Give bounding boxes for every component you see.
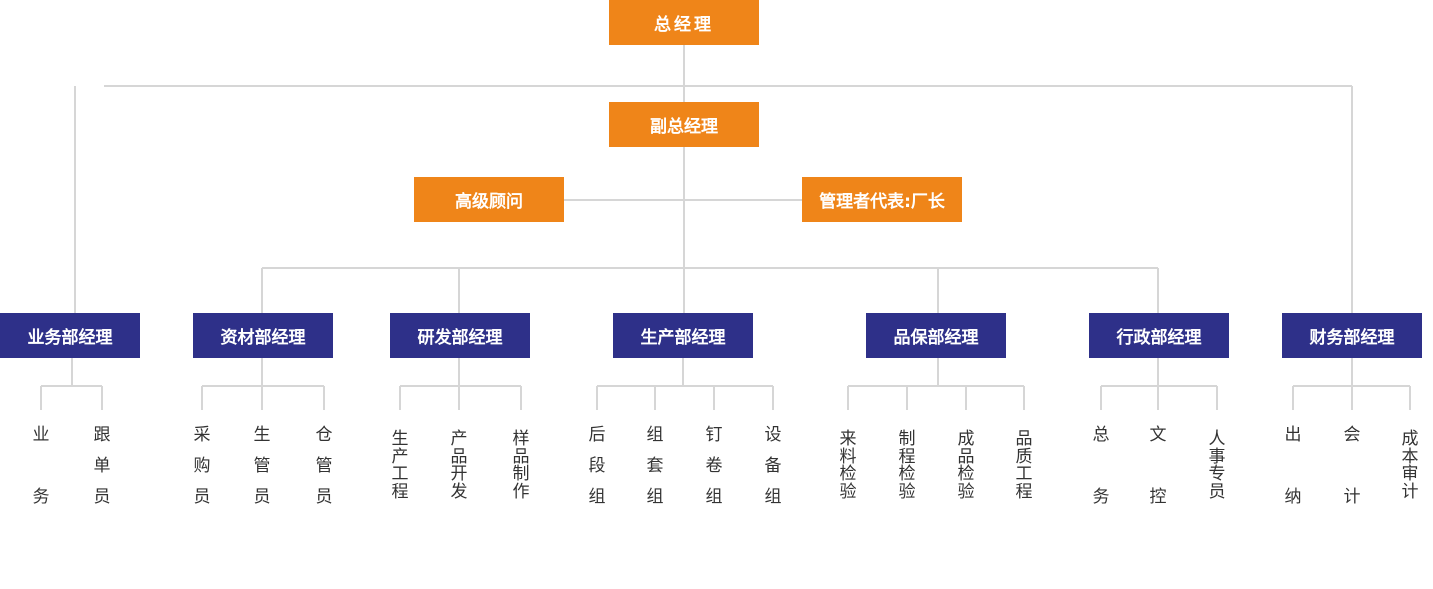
vice-general-manager-box: 副总经理 <box>609 102 759 147</box>
staff-position: 设备组 <box>764 425 782 507</box>
staff-position: 钉卷组 <box>705 425 723 507</box>
staff-position: 来料检验 <box>839 429 857 502</box>
staff-position: 跟单员 <box>93 425 111 507</box>
staff-position: 成品检验 <box>957 429 975 502</box>
staff-position: 样品制作 <box>512 429 530 502</box>
staff-position: 出纳 <box>1284 425 1302 507</box>
staff-position: 总务 <box>1092 425 1110 507</box>
staff-position: 品质工程 <box>1015 429 1033 502</box>
senior-advisor-box: 高级顾问 <box>414 177 564 222</box>
dept-admin-box: 行政部经理 <box>1089 313 1229 358</box>
dept-sales-box: 业务部经理 <box>0 313 140 358</box>
dept-production-box: 生产部经理 <box>613 313 753 358</box>
staff-position: 人事专员 <box>1208 429 1226 502</box>
staff-position: 后段组 <box>588 425 606 507</box>
general-manager-box: 总经理 <box>609 0 759 45</box>
staff-position: 仓管员 <box>315 425 333 507</box>
staff-position: 采购员 <box>193 425 211 507</box>
dept-finance-box: 财务部经理 <box>1282 313 1422 358</box>
staff-position: 会计 <box>1343 425 1361 507</box>
management-representative-box: 管理者代表:厂长 <box>802 177 962 222</box>
dept-materials-box: 资材部经理 <box>193 313 333 358</box>
staff-position: 生产工程 <box>391 429 409 502</box>
staff-position: 产品开发 <box>450 429 468 502</box>
staff-position: 制程检验 <box>898 429 916 502</box>
dept-rnd-box: 研发部经理 <box>390 313 530 358</box>
dept-qa-box: 品保部经理 <box>866 313 1006 358</box>
staff-position: 组套组 <box>646 425 664 507</box>
staff-position: 成本审计 <box>1401 429 1419 502</box>
staff-position: 业务 <box>32 425 50 507</box>
staff-position: 生管员 <box>253 425 271 507</box>
staff-position: 文控 <box>1149 425 1167 507</box>
